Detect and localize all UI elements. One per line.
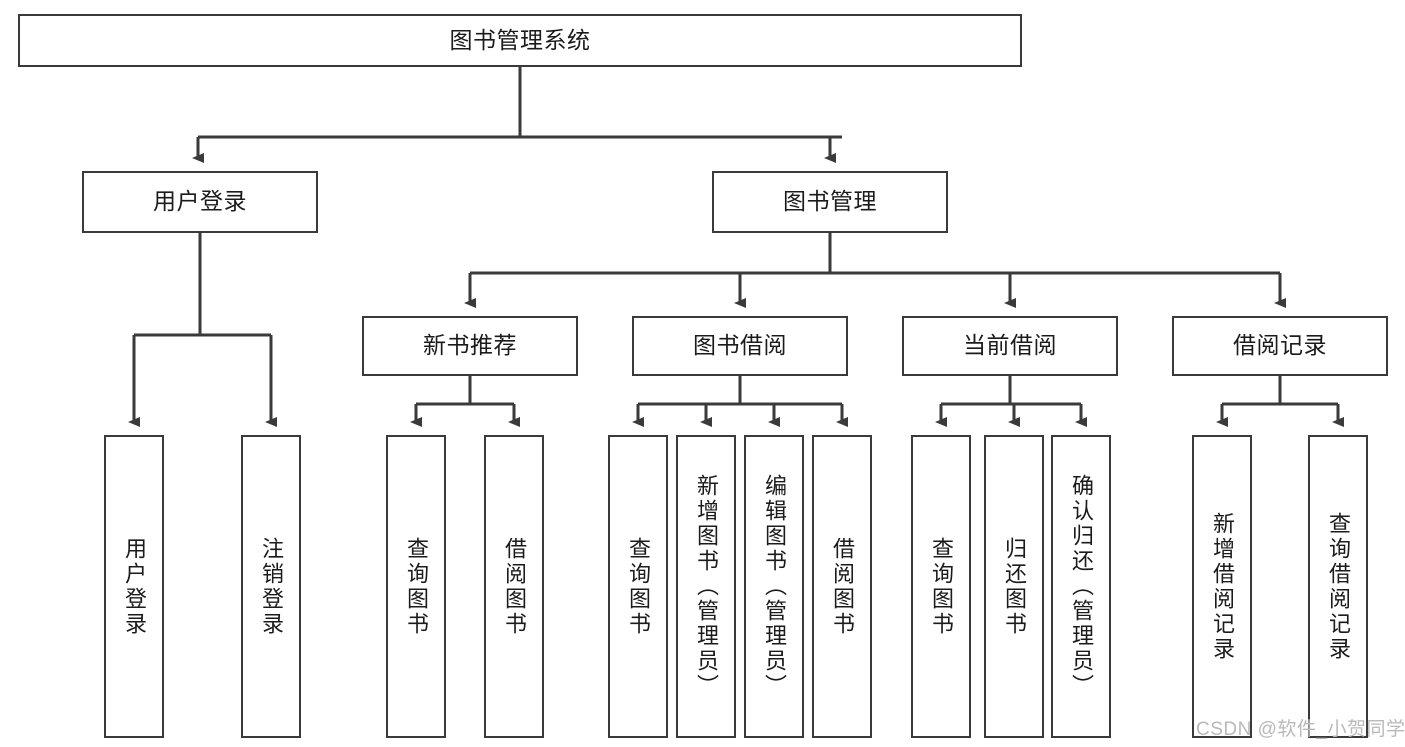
node-label: 查询图书 [404, 536, 429, 637]
node-leaf-edit-book[interactable]: 编辑图书（管理员） [744, 435, 804, 738]
node-leaf-user-login[interactable]: 用户登录 [104, 435, 164, 738]
node-borrow-record[interactable]: 借阅记录 [1172, 316, 1388, 376]
node-label: 新增图书（管理员） [694, 474, 719, 699]
node-label: 借阅记录 [1233, 332, 1327, 359]
node-current-borrow[interactable]: 当前借阅 [902, 316, 1118, 376]
node-label: 归还图书 [1002, 536, 1027, 637]
node-leaf-return-book[interactable]: 归还图书 [984, 435, 1044, 738]
node-book-borrow[interactable]: 图书借阅 [632, 316, 848, 376]
node-label: 查询图书 [929, 536, 954, 637]
node-leaf-logout[interactable]: 注销登录 [241, 435, 301, 738]
node-leaf-query-book-2[interactable]: 查询图书 [608, 435, 668, 738]
root-node[interactable]: 图书管理系统 [18, 14, 1022, 67]
node-label: 图书借阅 [693, 332, 787, 359]
node-label: 借阅图书 [830, 536, 855, 637]
node-label: 新增借阅记录 [1210, 511, 1235, 662]
node-leaf-borrow-book-2[interactable]: 借阅图书 [812, 435, 872, 738]
node-new-book-rec[interactable]: 新书推荐 [362, 316, 578, 376]
node-label: 编辑图书（管理员） [762, 474, 787, 699]
node-label: 新书推荐 [423, 332, 517, 359]
node-label: 查询借阅记录 [1326, 511, 1351, 662]
node-leaf-confirm-return[interactable]: 确认归还（管理员） [1051, 435, 1111, 738]
watermark: CSDN @软件_小贺同学 [1196, 719, 1405, 740]
node-leaf-borrow-book-1[interactable]: 借阅图书 [484, 435, 544, 738]
node-leaf-query-book-3[interactable]: 查询图书 [911, 435, 971, 738]
node-label: 图书管理 [783, 188, 877, 215]
node-leaf-add-book[interactable]: 新增图书（管理员） [676, 435, 736, 738]
node-label: 用户登录 [153, 188, 247, 215]
node-leaf-add-record[interactable]: 新增借阅记录 [1192, 435, 1252, 738]
node-label: 图书管理系统 [449, 26, 591, 53]
node-leaf-query-book-1[interactable]: 查询图书 [386, 435, 446, 738]
node-label: 借阅图书 [502, 536, 527, 637]
node-label: 用户登录 [122, 536, 147, 637]
node-label: 确认归还（管理员） [1069, 474, 1094, 699]
node-label: 当前借阅 [963, 332, 1057, 359]
node-label: 查询图书 [626, 536, 651, 637]
node-user-login[interactable]: 用户登录 [82, 171, 318, 233]
node-book-manage[interactable]: 图书管理 [712, 171, 948, 233]
node-leaf-query-record[interactable]: 查询借阅记录 [1308, 435, 1368, 738]
node-label: 注销登录 [259, 536, 284, 637]
